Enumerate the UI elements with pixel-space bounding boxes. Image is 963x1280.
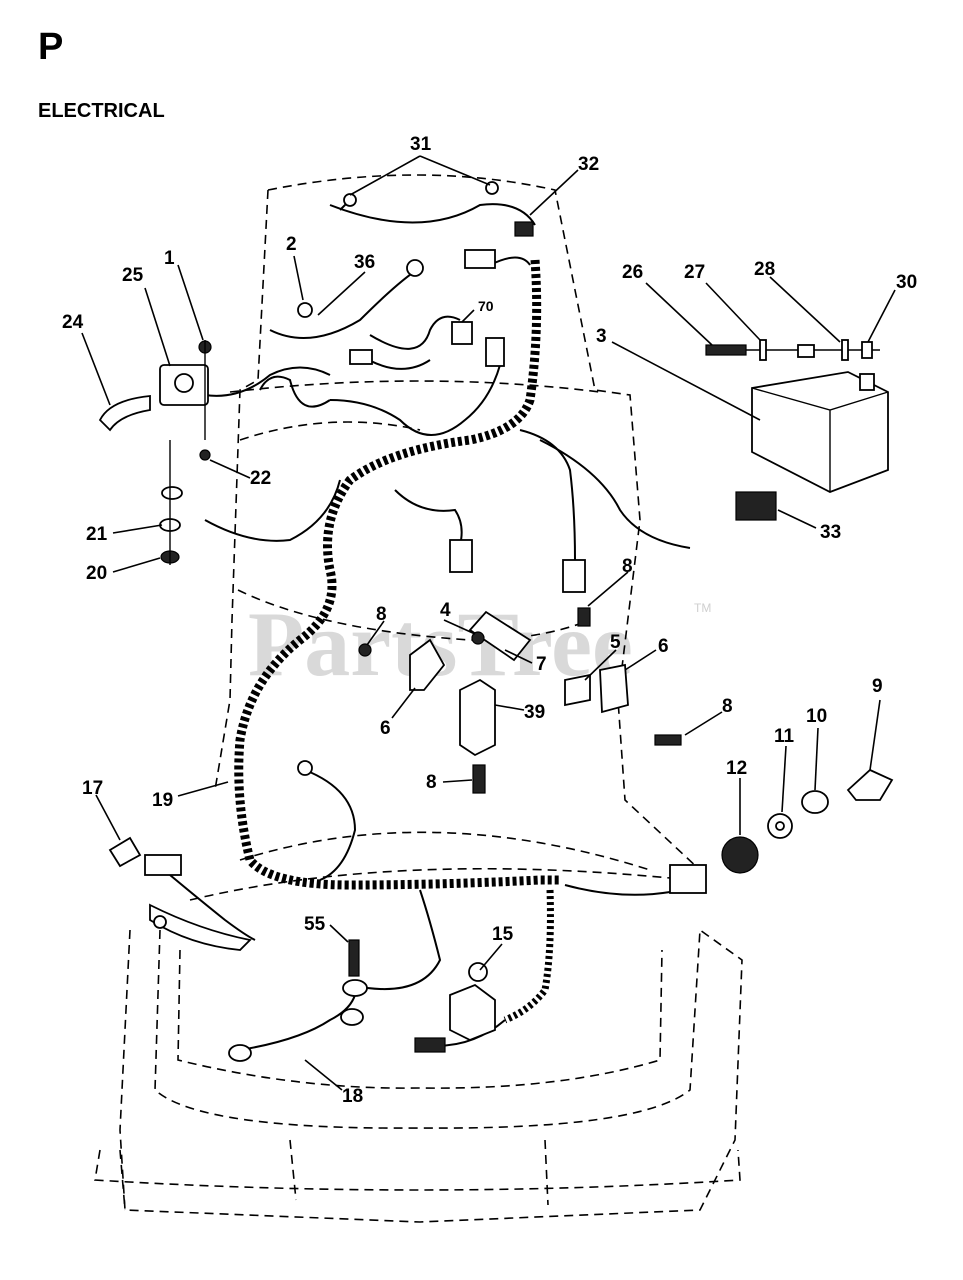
callout-27: 27 (684, 262, 705, 283)
callout-8-right: 8 (722, 696, 733, 717)
part-32-icon (514, 221, 534, 237)
callout-36: 36 (354, 252, 375, 273)
part-39-icon (459, 678, 496, 757)
callout-31: 31 (410, 134, 432, 155)
part-27-icon (759, 339, 767, 361)
callout-3: 3 (596, 326, 607, 347)
tractor-outline (94, 174, 743, 1223)
callout-8-upper-right: 8 (622, 556, 633, 577)
section-letter: P (38, 26, 64, 68)
callout-2: 2 (286, 234, 297, 255)
callout-9: 9 (872, 676, 883, 697)
callout-30: 30 (896, 272, 917, 293)
callout-8-bottom: 8 (426, 772, 437, 793)
part-4-icon (471, 631, 485, 645)
callout-1: 1 (164, 248, 175, 269)
components (98, 181, 894, 1062)
callout-21: 21 (86, 524, 108, 545)
callout-7: 7 (536, 654, 547, 675)
part-26-icon (705, 344, 747, 356)
part-9-icon (846, 768, 894, 801)
wiring (169, 195, 691, 1051)
callout-6-left: 6 (380, 718, 391, 739)
callout-17: 17 (82, 778, 103, 799)
callout-20: 20 (86, 563, 107, 584)
part-24-icon (98, 395, 151, 432)
part-17-icon (108, 836, 142, 868)
callout-12: 12 (726, 758, 747, 779)
callout-11: 11 (774, 726, 795, 747)
part-30-icon (861, 341, 873, 359)
part-10-icon (801, 790, 829, 814)
callout-6-right: 6 (658, 636, 669, 657)
watermark-text: PartsTree (248, 593, 633, 695)
part-55-icon (348, 939, 360, 977)
callout-39: 39 (524, 702, 545, 723)
connector-icon (464, 249, 496, 269)
callout-8-left: 8 (376, 604, 387, 625)
callout-22: 22 (250, 468, 271, 489)
watermark-trademark: TM (694, 601, 711, 615)
callout-15: 15 (492, 924, 514, 945)
coiled-harness (234, 259, 560, 1024)
part-36-icon (406, 259, 424, 277)
callout-70: 70 (478, 298, 494, 314)
callout-5: 5 (610, 632, 621, 653)
plug-icon (449, 539, 473, 573)
callout-26: 26 (622, 262, 643, 283)
callout-33: 33 (820, 522, 841, 543)
section-title: ELECTRICAL (38, 100, 165, 122)
part-5-icon (564, 673, 591, 707)
callout-28: 28 (754, 259, 775, 280)
part-28-icon (841, 339, 849, 361)
part-7-icon (468, 610, 532, 662)
callout-55: 55 (304, 914, 326, 935)
part-70-icon (451, 321, 473, 345)
part-12-icon (721, 836, 759, 874)
callout-25: 25 (122, 265, 144, 286)
leader-lines (81, 155, 896, 1091)
callout-24: 24 (62, 312, 84, 333)
callout-19: 19 (152, 790, 173, 811)
part-2-icon (297, 302, 313, 318)
callout-18: 18 (342, 1086, 363, 1107)
callout-4: 4 (440, 600, 451, 621)
part-33-icon (735, 491, 777, 521)
callout-10: 10 (806, 706, 827, 727)
part-6-icon (409, 638, 446, 691)
callout-32: 32 (578, 154, 599, 175)
part-15-icon (449, 983, 496, 1041)
callout-labels: 31 32 2 36 70 25 1 24 26 27 28 30 3 22 2… (62, 134, 917, 1107)
part-8-icon (358, 643, 372, 657)
